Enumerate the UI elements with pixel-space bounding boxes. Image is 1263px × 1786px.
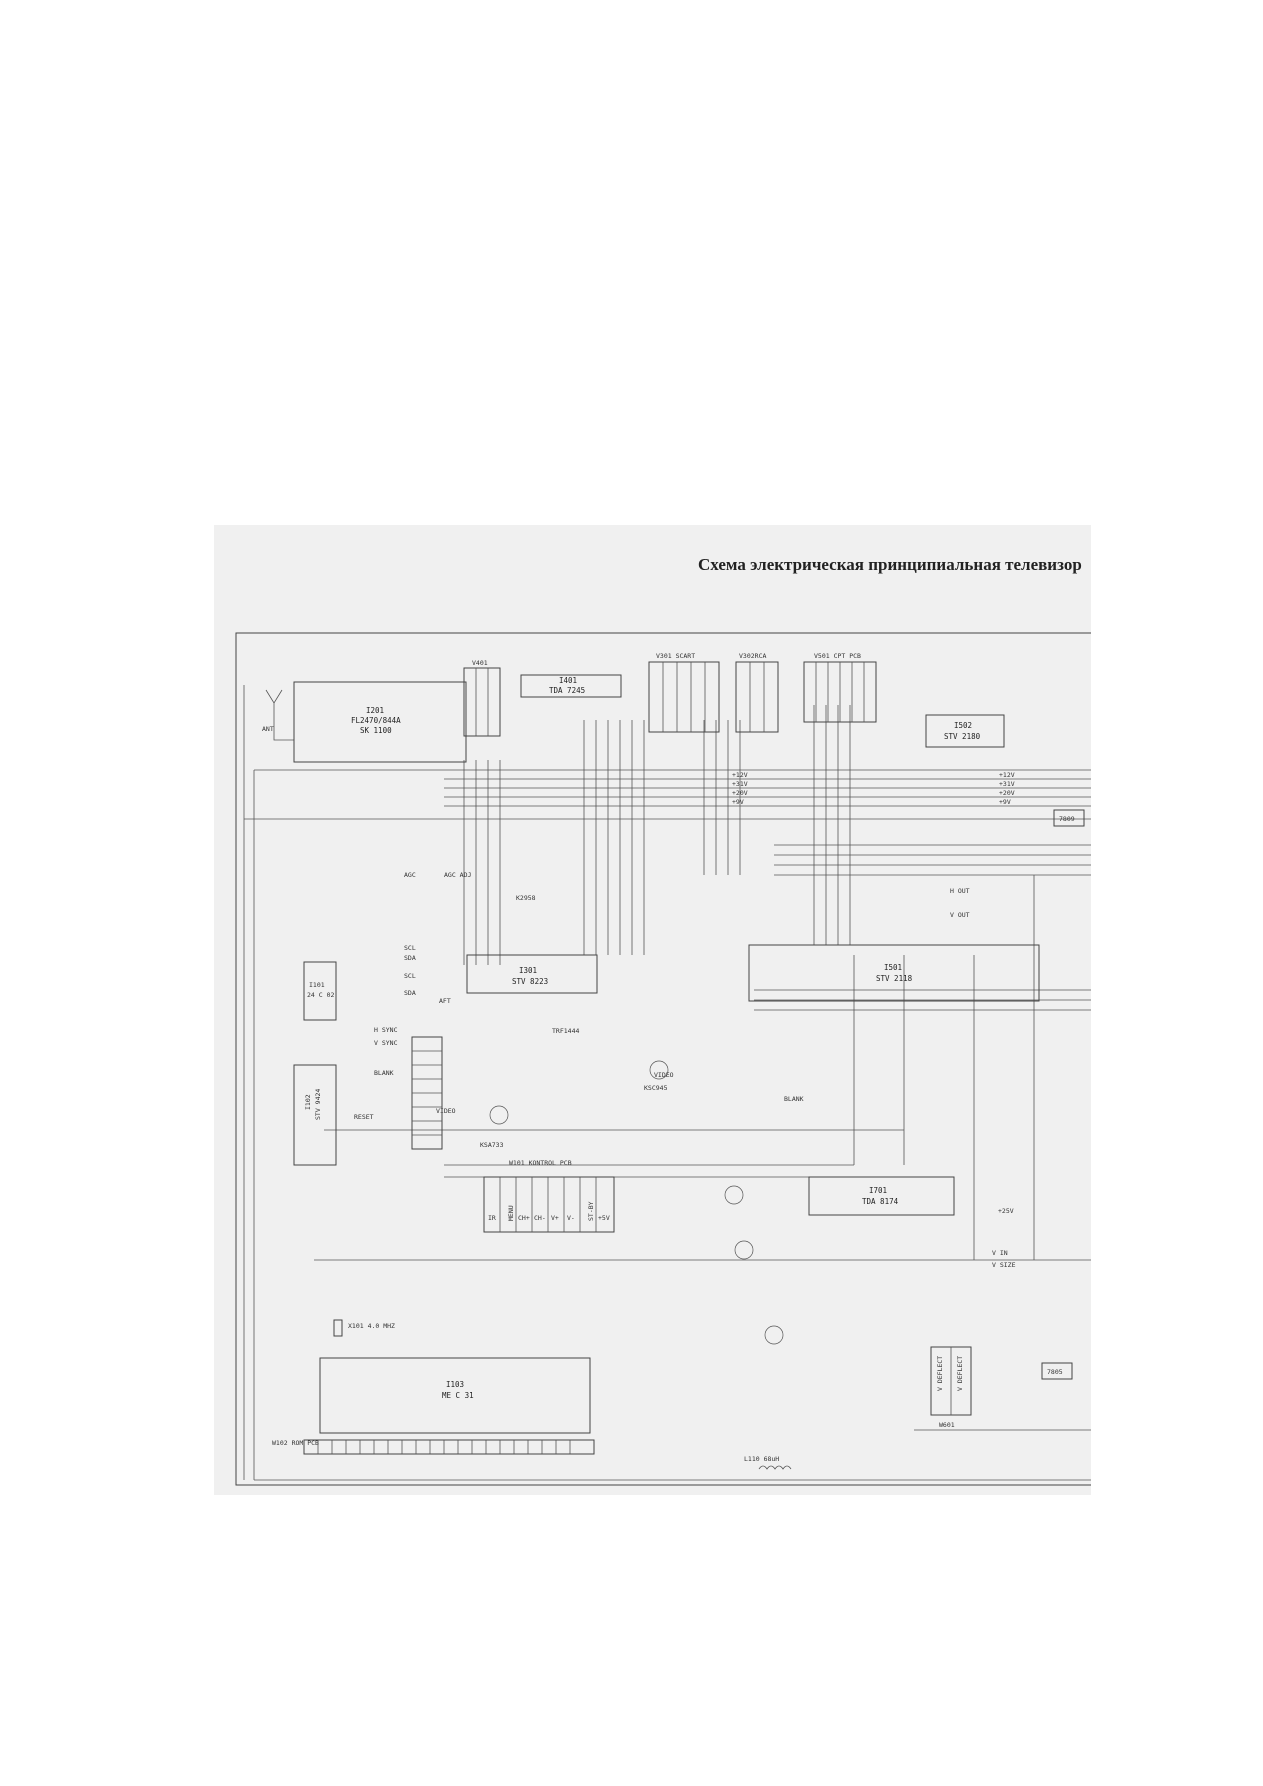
svg-text:I301: I301 [519, 966, 537, 975]
crystal-x101: X101 4.0 MHZ [333, 1319, 395, 1337]
connector-w601: V DEFLECT V DEFLECT W601 [930, 1346, 972, 1429]
schematic-scan: Схема электрическая принципиальная телев… [214, 525, 1091, 1495]
rail-label: +9V [999, 798, 1011, 806]
svg-text:V301 SCART: V301 SCART [656, 652, 695, 660]
svg-text:VIDEO: VIDEO [654, 1071, 674, 1079]
video-switch-i502: I502 STV 2180 [925, 714, 1005, 748]
ksa733-label: KSA733 [480, 1141, 504, 1149]
svg-text:IR: IR [488, 1214, 496, 1222]
mcu-i103: I103 ME C 31 [319, 1357, 591, 1434]
svg-text:SK 1100: SK 1100 [360, 726, 392, 735]
svg-text:ST-BY: ST-BY [587, 1201, 595, 1221]
chroma-ic-i501: I501 STV 2118 [748, 944, 1040, 1002]
v-size-label: V SIZE [992, 1261, 1016, 1269]
svg-text:SDA: SDA [404, 989, 416, 997]
svg-text:STV 8223: STV 8223 [512, 977, 548, 986]
svg-text:W601: W601 [939, 1421, 955, 1429]
svg-text:STV 9424: STV 9424 [314, 1089, 322, 1120]
rail-label: +12V [999, 771, 1015, 779]
vertical-ic-i701: I701 TDA 8174 [808, 1176, 955, 1216]
agc-adj-label: AGC ADJ [444, 871, 471, 879]
inductor-l110: L110 68uH [744, 1455, 792, 1470]
svg-text:FL2470/844A: FL2470/844A [351, 716, 401, 725]
connector-cpt: V501 CPT PCB [803, 652, 877, 723]
svg-text:RESET: RESET [354, 1113, 374, 1121]
connector-rca: V302RCA [735, 652, 779, 733]
svg-text:H SYNC: H SYNC [374, 1026, 398, 1034]
trf1444-label: TRF1444 [552, 1027, 579, 1035]
v-in-label: V IN [992, 1249, 1008, 1257]
svg-text:STV 2118: STV 2118 [876, 974, 913, 983]
svg-text:SCL: SCL [404, 972, 416, 980]
svg-text:CH-: CH- [534, 1214, 546, 1222]
svg-text:I701: I701 [869, 1186, 887, 1195]
tuner-block: I201 FL2470/844A SK 1100 [293, 681, 467, 763]
svg-text:CH+: CH+ [518, 1214, 530, 1222]
regulator-7809: 7809 [1053, 809, 1085, 827]
svg-text:24 C 02: 24 C 02 [307, 991, 334, 999]
wiring [243, 685, 1091, 1481]
svg-text:W102 ROM PCB: W102 ROM PCB [272, 1439, 319, 1447]
svg-text:V-: V- [567, 1214, 575, 1222]
svg-text:I401: I401 [559, 676, 577, 685]
bus-labels: SCL SDA SCL SDA H SYNC V SYNC BLANK RESE… [354, 944, 804, 1121]
connector-v401: V401 [463, 659, 501, 737]
svg-text:V302RCA: V302RCA [739, 652, 766, 660]
svg-text:BLANK: BLANK [784, 1095, 804, 1103]
svg-text:X101 4.0 MHZ: X101 4.0 MHZ [348, 1322, 395, 1330]
rail-label: +31V [999, 780, 1015, 788]
svg-text:W101 KONTROL PCB: W101 KONTROL PCB [509, 1159, 572, 1167]
svg-text:SDA: SDA [404, 954, 416, 962]
osd-ic-i102: I102 STV 9424 [293, 1064, 337, 1166]
svg-text:ANT: ANT [262, 725, 274, 733]
transistors [489, 1060, 784, 1345]
svg-text:BLANK: BLANK [374, 1069, 394, 1077]
svg-text:STV 2180: STV 2180 [944, 732, 981, 741]
svg-text:ME C 31: ME C 31 [442, 1391, 474, 1400]
aft-label: AFT [439, 997, 451, 1005]
svg-text:SCL: SCL [404, 944, 416, 952]
svg-text:V401: V401 [472, 659, 488, 667]
regulator-7805: 7805 [1041, 1362, 1073, 1380]
svg-text:I103: I103 [446, 1380, 464, 1389]
sound-ic-i401: I401 TDA 7245 [520, 674, 622, 698]
ksc945-label: KSC945 [644, 1084, 668, 1092]
svg-text:V DEFLECT: V DEFLECT [956, 1356, 964, 1391]
antenna: ANT [262, 689, 294, 741]
svg-text:TDA 7245: TDA 7245 [549, 686, 585, 695]
svg-text:TDA 8174: TDA 8174 [862, 1197, 899, 1206]
kontrol-pcb-w101: W101 KONTROL PCB IR MENU CH+ CH- V+ V- S… [483, 1159, 615, 1233]
circuit-diagram: +12V +31V +20V +9V +12V +31V +20V +9V [235, 632, 1091, 1486]
svg-text:V501 CPT PCB: V501 CPT PCB [814, 652, 861, 660]
if-ic-i301: I301 STV 8223 [466, 954, 598, 994]
svg-text:I502: I502 [954, 721, 972, 730]
agc-label: AGC [404, 871, 416, 879]
k2958-label: K2958 [516, 894, 536, 902]
svg-text:MENU: MENU [507, 1205, 515, 1221]
rail-label: +9V [732, 798, 744, 806]
svg-text:V+: V+ [551, 1214, 559, 1222]
v-out-label: V OUT [950, 911, 970, 919]
rail-label: +20V [999, 789, 1015, 797]
svg-text:I101: I101 [309, 981, 325, 989]
schematic-title: Схема электрическая принципиальная телев… [698, 555, 1082, 574]
rail-25v-label: +25V [998, 1207, 1014, 1215]
connector-column [411, 1036, 443, 1150]
svg-text:+5V: +5V [598, 1214, 610, 1222]
power-rails: +12V +31V +20V +9V +12V +31V +20V +9V [244, 769, 1091, 820]
svg-text:7809: 7809 [1059, 815, 1075, 823]
diagram-frame [235, 632, 1091, 1486]
svg-text:VIDEO: VIDEO [436, 1107, 456, 1115]
rom-pcb-w102: W102 ROM PCB [272, 1439, 595, 1455]
connector-scart: V301 SCART [648, 652, 720, 733]
svg-text:I501: I501 [884, 963, 902, 972]
svg-text:7805: 7805 [1047, 1368, 1063, 1376]
svg-text:I102: I102 [304, 1094, 312, 1110]
eeprom-i101: I101 24 C 02 [303, 961, 337, 1021]
svg-text:V SYNC: V SYNC [374, 1039, 398, 1047]
h-out-label: H OUT [950, 887, 970, 895]
svg-text:I201: I201 [366, 706, 384, 715]
svg-text:V DEFLECT: V DEFLECT [936, 1356, 944, 1391]
svg-text:L110 68uH: L110 68uH [744, 1455, 779, 1463]
